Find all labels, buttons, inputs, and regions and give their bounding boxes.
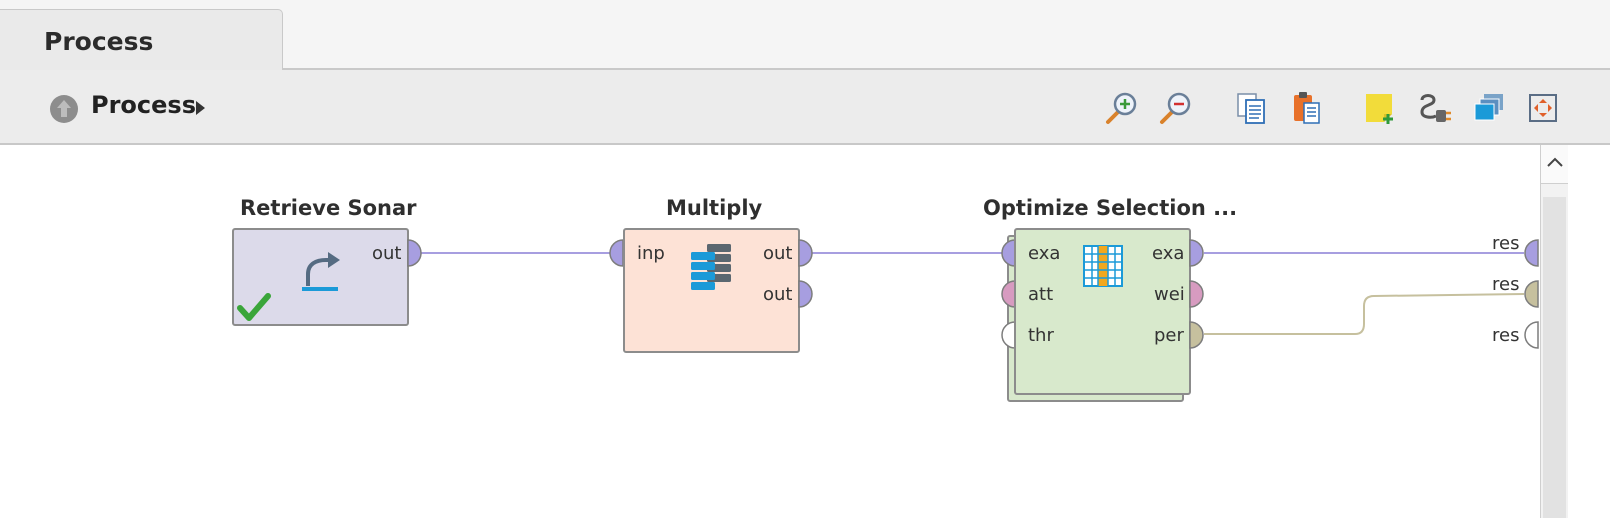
parent-level-icon[interactable] bbox=[49, 94, 79, 124]
port-label-optimize-out-exa: exa bbox=[1152, 243, 1185, 264]
zoom-in-icon[interactable] bbox=[1104, 90, 1140, 126]
fit-to-view-icon[interactable] bbox=[1525, 90, 1561, 126]
vertical-scrollbar[interactable] bbox=[1540, 145, 1568, 518]
port-label-multiply-out1: out bbox=[763, 243, 793, 264]
port-label-optimize-in-exa: exa bbox=[1028, 243, 1061, 264]
operator-title-multiply: Multiply bbox=[666, 196, 763, 220]
operator-multiply[interactable] bbox=[623, 228, 800, 353]
port-label-multiply-inp: inp bbox=[637, 243, 665, 264]
port-label-optimize-out-wei: wei bbox=[1154, 284, 1185, 305]
tab-divider bbox=[283, 68, 1610, 70]
auto-wire-icon[interactable] bbox=[1416, 90, 1452, 126]
port-optimize-out-wei[interactable] bbox=[1189, 280, 1205, 308]
success-check-icon bbox=[237, 293, 271, 321]
result-port-1[interactable] bbox=[1523, 239, 1539, 267]
operator-retrieve-sonar[interactable] bbox=[232, 228, 409, 326]
port-optimize-out-per[interactable] bbox=[1189, 321, 1205, 349]
right-margin bbox=[1568, 145, 1610, 518]
port-retrieve-out[interactable] bbox=[407, 239, 423, 267]
result-port-3[interactable] bbox=[1523, 321, 1539, 349]
port-label-optimize-out-per: per bbox=[1154, 325, 1184, 346]
chevron-up-icon bbox=[1547, 157, 1563, 167]
result-port-label-1: res bbox=[1492, 233, 1520, 254]
tab-bar: Process bbox=[0, 0, 1610, 70]
operator-optimize-selection[interactable] bbox=[1014, 228, 1191, 395]
result-port-2[interactable] bbox=[1523, 280, 1539, 308]
port-optimize-in-thr[interactable] bbox=[1000, 321, 1016, 349]
port-multiply-inp[interactable] bbox=[608, 239, 624, 267]
scroll-up-button[interactable] bbox=[1541, 145, 1568, 184]
operator-title-retrieve: Retrieve Sonar bbox=[240, 196, 417, 220]
retrieve-icon bbox=[302, 252, 340, 291]
port-multiply-out1[interactable] bbox=[798, 239, 814, 267]
breadcrumb[interactable]: Process bbox=[91, 91, 196, 119]
operator-title-optimize: Optimize Selection ... bbox=[983, 196, 1238, 220]
result-port-label-3: res bbox=[1492, 325, 1520, 346]
zoom-out-icon[interactable] bbox=[1158, 90, 1194, 126]
port-label-optimize-in-att: att bbox=[1028, 284, 1054, 305]
port-optimize-out-exa[interactable] bbox=[1189, 239, 1205, 267]
process-toolbar: Process bbox=[0, 70, 1610, 145]
copy-icon[interactable] bbox=[1233, 90, 1269, 126]
port-label-optimize-in-thr: thr bbox=[1028, 325, 1054, 346]
port-optimize-in-exa[interactable] bbox=[1000, 239, 1016, 267]
multiply-icon bbox=[691, 244, 731, 290]
breadcrumb-expand-icon[interactable] bbox=[193, 100, 207, 116]
tab-process[interactable]: Process bbox=[0, 9, 283, 70]
table-select-icon bbox=[1083, 245, 1123, 287]
port-multiply-out2[interactable] bbox=[798, 280, 814, 308]
port-label-retrieve-out: out bbox=[372, 243, 402, 264]
scroll-thumb[interactable] bbox=[1543, 197, 1566, 518]
tab-label: Process bbox=[44, 27, 154, 56]
paste-icon[interactable] bbox=[1288, 90, 1324, 126]
port-label-multiply-out2: out bbox=[763, 284, 793, 305]
result-port-label-2: res bbox=[1492, 274, 1520, 295]
port-optimize-in-att[interactable] bbox=[1000, 280, 1016, 308]
add-note-icon[interactable] bbox=[1362, 90, 1398, 126]
arrange-icon[interactable] bbox=[1471, 90, 1507, 126]
